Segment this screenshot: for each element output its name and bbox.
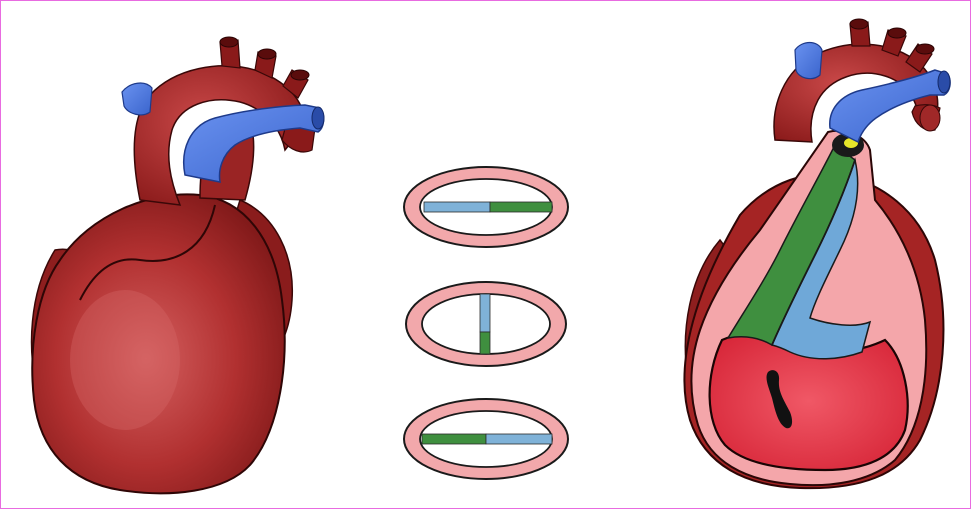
septum-top-blue bbox=[424, 202, 490, 212]
septum-middle-blue bbox=[480, 294, 490, 332]
septum-bottom-green bbox=[422, 434, 486, 444]
cross-section-bottom bbox=[404, 399, 568, 479]
cut-away-heart bbox=[684, 19, 950, 488]
cutaway-branch-2-opening bbox=[888, 28, 906, 38]
arch-branch-1-opening bbox=[220, 37, 238, 47]
arch-branch-2-opening bbox=[258, 49, 276, 59]
septum-bottom-blue bbox=[486, 434, 552, 444]
cutaway-branch-1-opening bbox=[850, 19, 868, 29]
arch-branch-3-opening bbox=[291, 70, 309, 80]
cross-section-top bbox=[404, 167, 568, 247]
septum-top-green bbox=[490, 202, 552, 212]
cutaway-pulmonary-opening bbox=[938, 71, 950, 93]
cross-section-middle bbox=[406, 282, 566, 366]
vena-cava-left bbox=[122, 83, 152, 115]
septum-middle-green bbox=[480, 332, 490, 354]
pulmonary-artery-opening bbox=[312, 107, 324, 129]
cutaway-vena-cava bbox=[795, 43, 822, 79]
cutaway-descending-opening bbox=[920, 105, 940, 131]
external-heart bbox=[32, 37, 324, 493]
cutaway-branch-3-opening bbox=[916, 44, 934, 54]
ventricle-highlight bbox=[70, 290, 180, 430]
